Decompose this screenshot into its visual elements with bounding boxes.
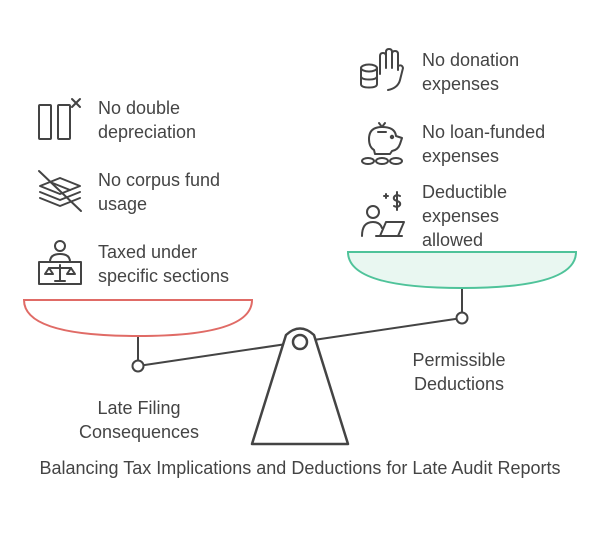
person-laptop-dollar-icon bbox=[358, 190, 406, 238]
left-item-2-text: No corpus fund usage bbox=[98, 170, 221, 214]
fulcrum-pivot bbox=[291, 333, 309, 351]
scale-fulcrum bbox=[250, 327, 350, 446]
left-side-label: Late Filing Consequences bbox=[78, 398, 200, 442]
piggy-bank-coins-icon bbox=[358, 118, 406, 166]
crossed-out-money-stack-icon bbox=[36, 166, 84, 214]
right-beam-end bbox=[455, 311, 469, 325]
left-pan bbox=[22, 299, 254, 338]
left-item-1-text: No double depreciation bbox=[98, 98, 197, 142]
diagram-title: Balancing Tax Implications and Deduction… bbox=[39, 458, 561, 478]
right-pan bbox=[346, 251, 578, 290]
left-item-3-text: Taxed under specific sections bbox=[98, 242, 230, 286]
right-item-2-text: No loan-funded expenses bbox=[422, 122, 546, 166]
right-item-1-text: No donation expenses bbox=[422, 50, 520, 94]
right-item-3-text: Deductible expenses allowed bbox=[422, 182, 508, 250]
judge-scales-icon bbox=[36, 238, 84, 286]
left-beam-end bbox=[131, 359, 145, 373]
hand-with-coins-icon bbox=[358, 46, 406, 94]
double-depreciation-cancel-icon bbox=[36, 96, 84, 144]
right-side-label: Permissible Deductions bbox=[412, 350, 506, 394]
